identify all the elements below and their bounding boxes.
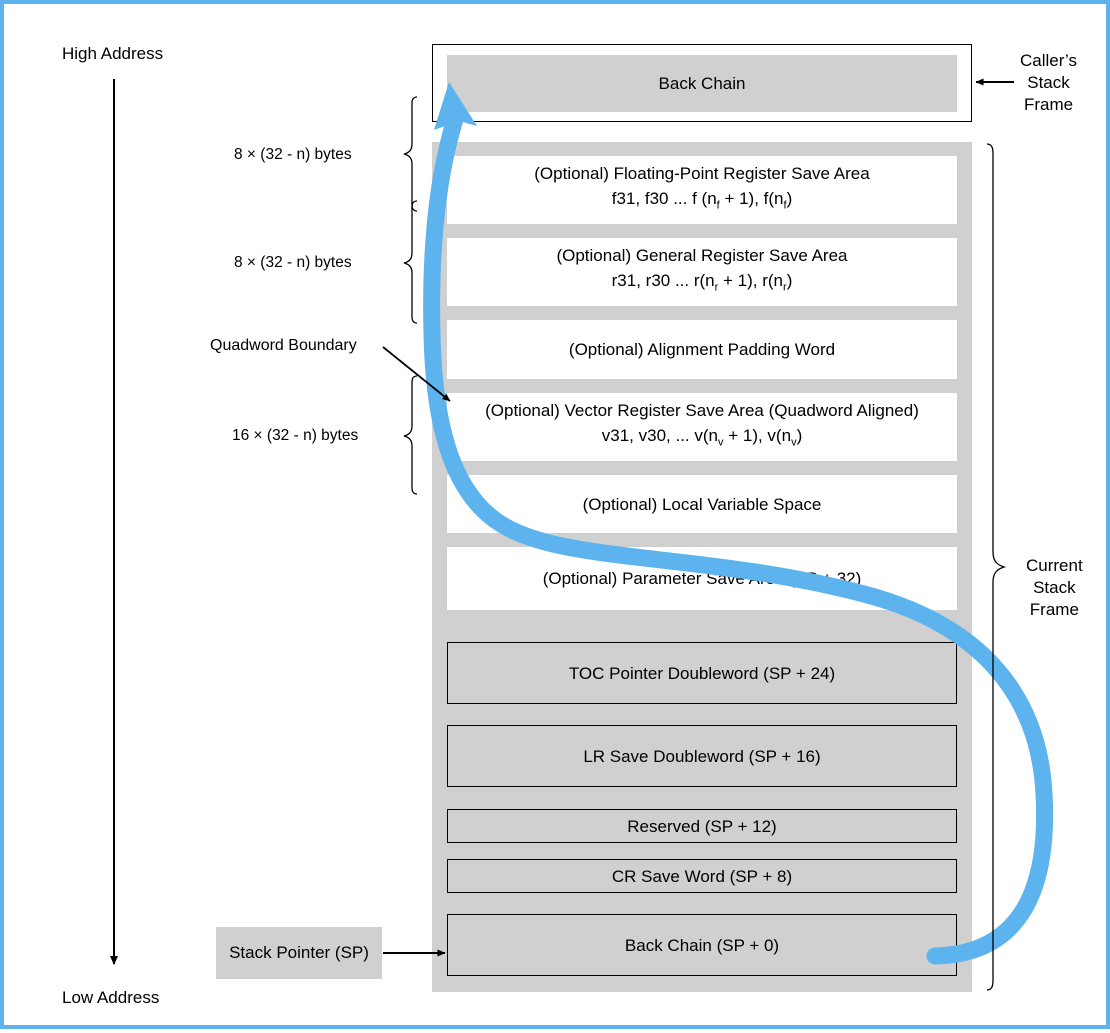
stack-row-toc-pointer: TOC Pointer Doubleword (SP + 24) [447,642,957,704]
brace-current-frame [986,143,1007,991]
stack-row-fpr: (Optional) Floating-Point Register Save … [447,156,957,224]
current-stack-frame-label: Current Stack Frame [1026,555,1083,621]
diagram-canvas: High Address Low Address 8 × (32 - n) by… [4,4,1110,1033]
stack-row-fpr-line2: f31, f30 ... f (nf + 1), f(nf) [611,189,793,212]
current-stack-frame: (Optional) Floating-Point Register Save … [432,142,972,992]
size-annotation-fpr: 8 × (32 - n) bytes [234,146,352,163]
stack-row-back-chain: Back Chain (SP + 0) [447,914,957,976]
stack-pointer-box: Stack Pointer (SP) [216,927,382,979]
stack-row-fpr-line1: (Optional) Floating-Point Register Save … [534,164,870,184]
stack-row-gpr-line1: (Optional) General Register Save Area [556,246,848,266]
stack-row-alignment-padding: (Optional) Alignment Padding Word [447,320,957,379]
stack-row-gpr-line2: r31, r30 ... r(nr + 1), r(nr) [611,271,793,294]
stack-row-back-chain-line1: Back Chain (SP + 0) [624,935,780,955]
high-address-label: High Address [62,44,164,63]
callers-frame-row-label: Back Chain [658,73,746,93]
stack-row-parameter-save-area-line1: (Optional) Parameter Save Area (SP + 32) [542,569,862,588]
quadword-boundary-label: Quadword Boundary [210,337,357,354]
stack-row-vector-registers-line2: v31, v30, ... v(nv + 1), v(nv) [601,426,803,449]
size-annotation-vr: 16 × (32 - n) bytes [232,427,359,444]
brace-vr [403,375,418,495]
stack-pointer-label: Stack Pointer (SP) [229,943,369,962]
callers-frame-label-line-1: Caller’s [1020,51,1078,70]
stack-row-vector-registers: (Optional) Vector Register Save Area (Qu… [447,393,957,461]
stack-row-local-variable-space-line1: (Optional) Local Variable Space [582,494,822,514]
callers-frame-label-line-2: Stack [1027,73,1070,92]
brace-fpr [403,96,418,212]
current-frame-label-line-3: Frame [1029,600,1079,619]
callers-frame-label-line-3: Frame [1023,95,1074,114]
stack-row-alignment-padding-line1: (Optional) Alignment Padding Word [568,340,836,359]
stack-row-lr-save: LR Save Doubleword (SP + 16) [447,725,957,787]
current-frame-label-line-2: Stack [1033,578,1076,597]
brace-gpr [403,200,418,324]
stack-row-gpr: (Optional) General Register Save Area r3… [447,238,957,306]
stack-row-lr-save-line1: LR Save Doubleword (SP + 16) [583,746,821,766]
stack-row-local-variable-space: (Optional) Local Variable Space [447,475,957,533]
stack-row-cr-save-line1: CR Save Word (SP + 8) [611,866,793,886]
stack-row-vector-registers-line1: (Optional) Vector Register Save Area (Qu… [485,401,919,421]
stack-row-toc-pointer-line1: TOC Pointer Doubleword (SP + 24) [568,663,836,683]
callers-frame-row-back-chain: Back Chain [447,55,957,112]
size-annotation-gpr: 8 × (32 - n) bytes [234,254,352,271]
stack-row-cr-save: CR Save Word (SP + 8) [447,859,957,893]
callers-stack-frame-label: Caller’s Stack Frame [1020,50,1077,116]
callers-stack-frame: Back Chain [432,44,972,122]
current-frame-label-line-1: Current [1026,556,1083,575]
stack-row-reserved: Reserved (SP + 12) [447,809,957,843]
low-address-label: Low Address [62,988,160,1007]
stack-row-parameter-save-area: (Optional) Parameter Save Area (SP + 32) [447,547,957,610]
stack-row-reserved-line1: Reserved (SP + 12) [627,816,777,836]
